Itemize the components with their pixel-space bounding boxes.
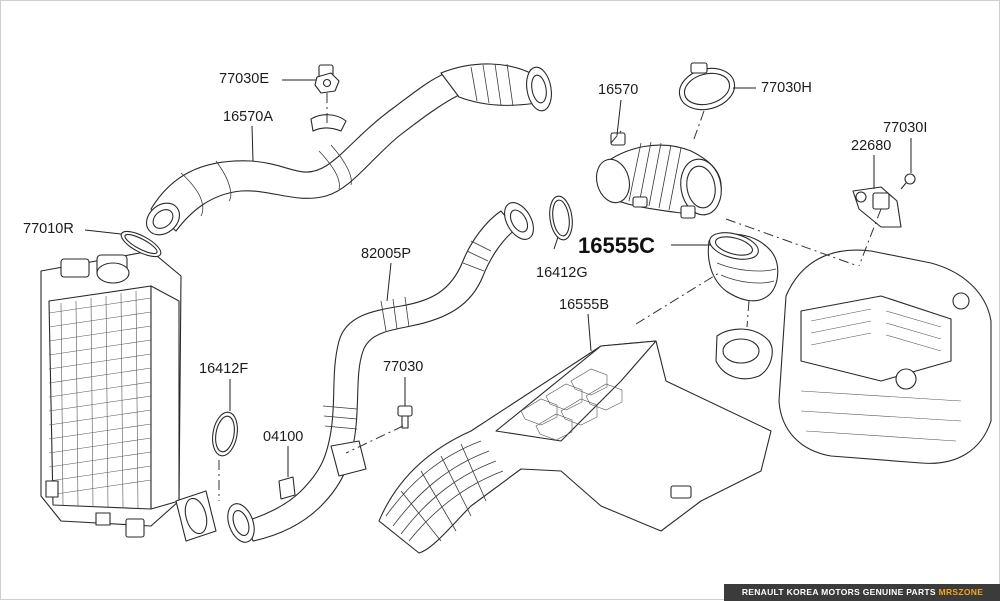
leader-lines xyxy=(84,79,912,477)
footer-brand: MRSZONE xyxy=(938,587,984,597)
screw-77030I xyxy=(900,173,916,190)
callout-77030E: 77030E xyxy=(219,71,269,87)
callout-16555B: 16555B xyxy=(559,297,609,313)
clip-04100 xyxy=(278,476,296,500)
nut-77030E xyxy=(314,72,340,94)
callout-77010R: 77010R xyxy=(23,221,74,237)
callout-82005P: 82005P xyxy=(361,246,411,262)
callout-16412G: 16412G xyxy=(536,265,588,281)
clamp-77030H xyxy=(678,62,736,111)
footer-text: RENAULT KOREA MOTORS GENUINE PARTS xyxy=(741,587,936,597)
hose-16570 xyxy=(595,132,722,219)
callout-16555C: 16555C xyxy=(578,233,656,258)
footer-banner: RENAULT KOREA MOTORS GENUINE PARTS MRSZO… xyxy=(724,584,1000,601)
duct-82005P xyxy=(175,202,534,543)
callout-77030H: 77030H xyxy=(761,80,812,96)
callout-22680: 22680 xyxy=(851,138,892,154)
assembly-lines xyxy=(218,93,882,501)
upper-hose-16570A xyxy=(145,63,552,236)
callout-04100: 04100 xyxy=(263,429,304,445)
air-duct-16555B xyxy=(378,340,772,554)
sensor-22680 xyxy=(852,186,902,228)
elbow-16555C xyxy=(707,232,779,302)
callout-16412F: 16412F xyxy=(199,361,249,377)
callout-16570A: 16570A xyxy=(223,109,273,125)
callout-16570: 16570 xyxy=(598,82,639,98)
intercooler xyxy=(40,250,182,538)
o-ring-16412F xyxy=(212,411,238,457)
o-ring-16412G xyxy=(549,195,573,241)
callout-77030: 77030 xyxy=(383,359,424,375)
callout-77030I: 77030I xyxy=(883,120,928,136)
bolt-77030 xyxy=(397,405,413,429)
engine-assembly xyxy=(715,249,992,464)
o-ring-77010R xyxy=(120,230,162,258)
